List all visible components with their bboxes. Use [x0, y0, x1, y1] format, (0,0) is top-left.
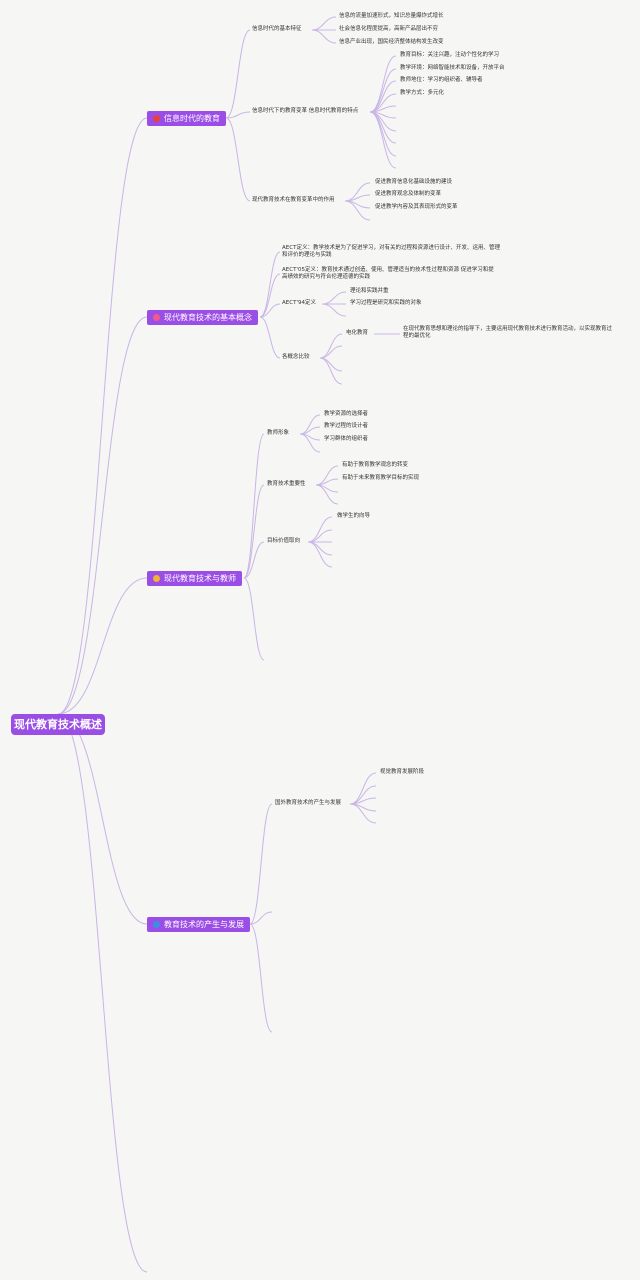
connector-line	[321, 291, 347, 305]
leaf[interactable]: 教学方式：多元化	[400, 90, 445, 96]
node-audiovisual-education[interactable]: 电化教育	[346, 330, 369, 336]
leaf[interactable]: 信息产业出现，国民经济整体结构发生改变	[339, 39, 444, 45]
node-aect05-definition[interactable]: AECT'05定义：教育技术通过创造、使用、管理适当的技术性过程和资源 促进学习…	[282, 267, 494, 280]
branch-label: 现代教育技术的基本概念	[164, 313, 252, 322]
connector-line	[319, 357, 343, 385]
leaf[interactable]: 教师地位：学习的组织者、辅导者	[400, 77, 483, 83]
node-aect-definition[interactable]: AECT定义：教学技术是为了促进学习，对有关的过程和资源进行设计、开发、运用、管…	[282, 245, 500, 258]
connector-line	[311, 29, 337, 44]
connector-line	[259, 251, 281, 318]
connector-line	[321, 303, 347, 317]
connector-line	[315, 484, 339, 505]
leaf[interactable]: 教学过程的设计者	[324, 423, 369, 429]
connector-line	[307, 516, 333, 543]
connector-line	[249, 923, 273, 1033]
connector-line	[299, 433, 321, 453]
leaf-description[interactable]: 在现代教育思想和理论的指导下，主要运用现代教育技术进行教育活动，以实现教育过程的…	[403, 326, 613, 339]
leaf[interactable]: 教育目标：关注兴趣，注动个性化的学习	[400, 52, 500, 58]
branch-info-age-education[interactable]: 信息时代的教育	[147, 111, 226, 126]
leaf[interactable]: 学习群体的组织者	[324, 436, 369, 442]
connector-line	[307, 541, 333, 568]
connector-line	[319, 345, 343, 359]
connector-line	[249, 803, 273, 925]
leaf[interactable]: 促进教学内容及其表现形式的变革	[375, 204, 458, 210]
connector-line	[319, 333, 343, 359]
leaf[interactable]: 理论和实践并重	[350, 288, 389, 294]
node-concept-comparison[interactable]: 各概念比较	[282, 354, 310, 360]
connector-line	[369, 111, 397, 169]
connector-line	[369, 111, 397, 157]
node-edtech-role[interactable]: 现代教育技术在教育变革中的作用	[252, 197, 335, 203]
connector-line	[299, 414, 321, 435]
leaf[interactable]: 视觉教育发展阶段	[380, 769, 425, 775]
leaf[interactable]: 有助于教育教学观念的转变	[342, 462, 409, 468]
connector-line	[259, 316, 281, 359]
connector-line	[57, 713, 148, 1273]
leaf[interactable]: 促进教育观念及体制的变革	[375, 191, 442, 197]
leaf[interactable]: 信息的流量加速形式，知识总量爆炸式增长	[339, 13, 444, 19]
leaf[interactable]: 社会信息化程度提高，高新产品层出不穷	[339, 26, 439, 32]
node-target-values[interactable]: 目标价值取向	[267, 538, 301, 544]
connector-line	[311, 16, 337, 31]
connector-line	[225, 111, 251, 119]
red-circle-icon	[153, 115, 160, 122]
connector-line	[259, 303, 281, 318]
connector-line	[243, 577, 265, 661]
leaf[interactable]: 教学资源的选择者	[324, 411, 369, 417]
connector-line	[57, 117, 148, 715]
connector-line	[259, 273, 281, 318]
connector-line	[243, 433, 265, 579]
palette-icon	[153, 575, 160, 582]
node-teacher-image[interactable]: 教师形象	[267, 430, 290, 436]
node-aect94-definition[interactable]: AECT'94定义	[282, 300, 316, 306]
connector-line	[369, 80, 397, 113]
connector-line	[243, 541, 265, 579]
node-basic-features[interactable]: 信息时代的基本特征	[252, 26, 302, 32]
connector-line	[349, 803, 377, 824]
connector-line	[57, 713, 148, 925]
connector-line	[319, 357, 343, 372]
node-foreign-edtech[interactable]: 国外教育技术的产生与发展	[275, 800, 342, 806]
connector-line	[307, 541, 333, 556]
pink-circle-icon	[153, 314, 160, 321]
leaf[interactable]: 教学环境：网络智能技术和设备，开放平台	[400, 65, 505, 71]
connector-line	[349, 772, 377, 805]
branch-edtech-development[interactable]: 教育技术的产生与发展	[147, 917, 250, 932]
connector-line	[225, 29, 251, 119]
branch-edtech-teachers[interactable]: 现代教育技术与教师	[147, 571, 242, 586]
connector-line	[57, 316, 148, 715]
blue-circle-icon	[153, 921, 160, 928]
leaf[interactable]: 学习过程是研究和实践的对象	[350, 300, 422, 306]
connector-line	[369, 68, 397, 113]
connector-line	[243, 484, 265, 579]
root-node[interactable]: 现代教育技术概述	[11, 714, 105, 735]
leaf[interactable]: 做学生的向导	[337, 513, 371, 519]
leaf[interactable]: 促进教育信息化基础设施的建设	[375, 179, 453, 185]
leaf[interactable]: 有助于未来教育教学目标的实现	[342, 475, 420, 481]
branch-label: 教育技术的产生与发展	[164, 920, 244, 929]
branch-label: 现代教育技术与教师	[164, 574, 236, 583]
connector-line	[249, 911, 273, 925]
connector-line	[57, 577, 148, 715]
node-edtech-importance[interactable]: 教育技术重要性	[267, 481, 306, 487]
connector-line	[225, 117, 251, 202]
branch-basic-concepts[interactable]: 现代教育技术的基本概念	[147, 310, 258, 325]
connector-line	[307, 529, 333, 543]
connector-line	[344, 200, 371, 221]
branch-label: 信息时代的教育	[164, 114, 220, 123]
node-education-reform[interactable]: 信息时代下的教育变革 信息时代教育的特点	[252, 108, 359, 114]
